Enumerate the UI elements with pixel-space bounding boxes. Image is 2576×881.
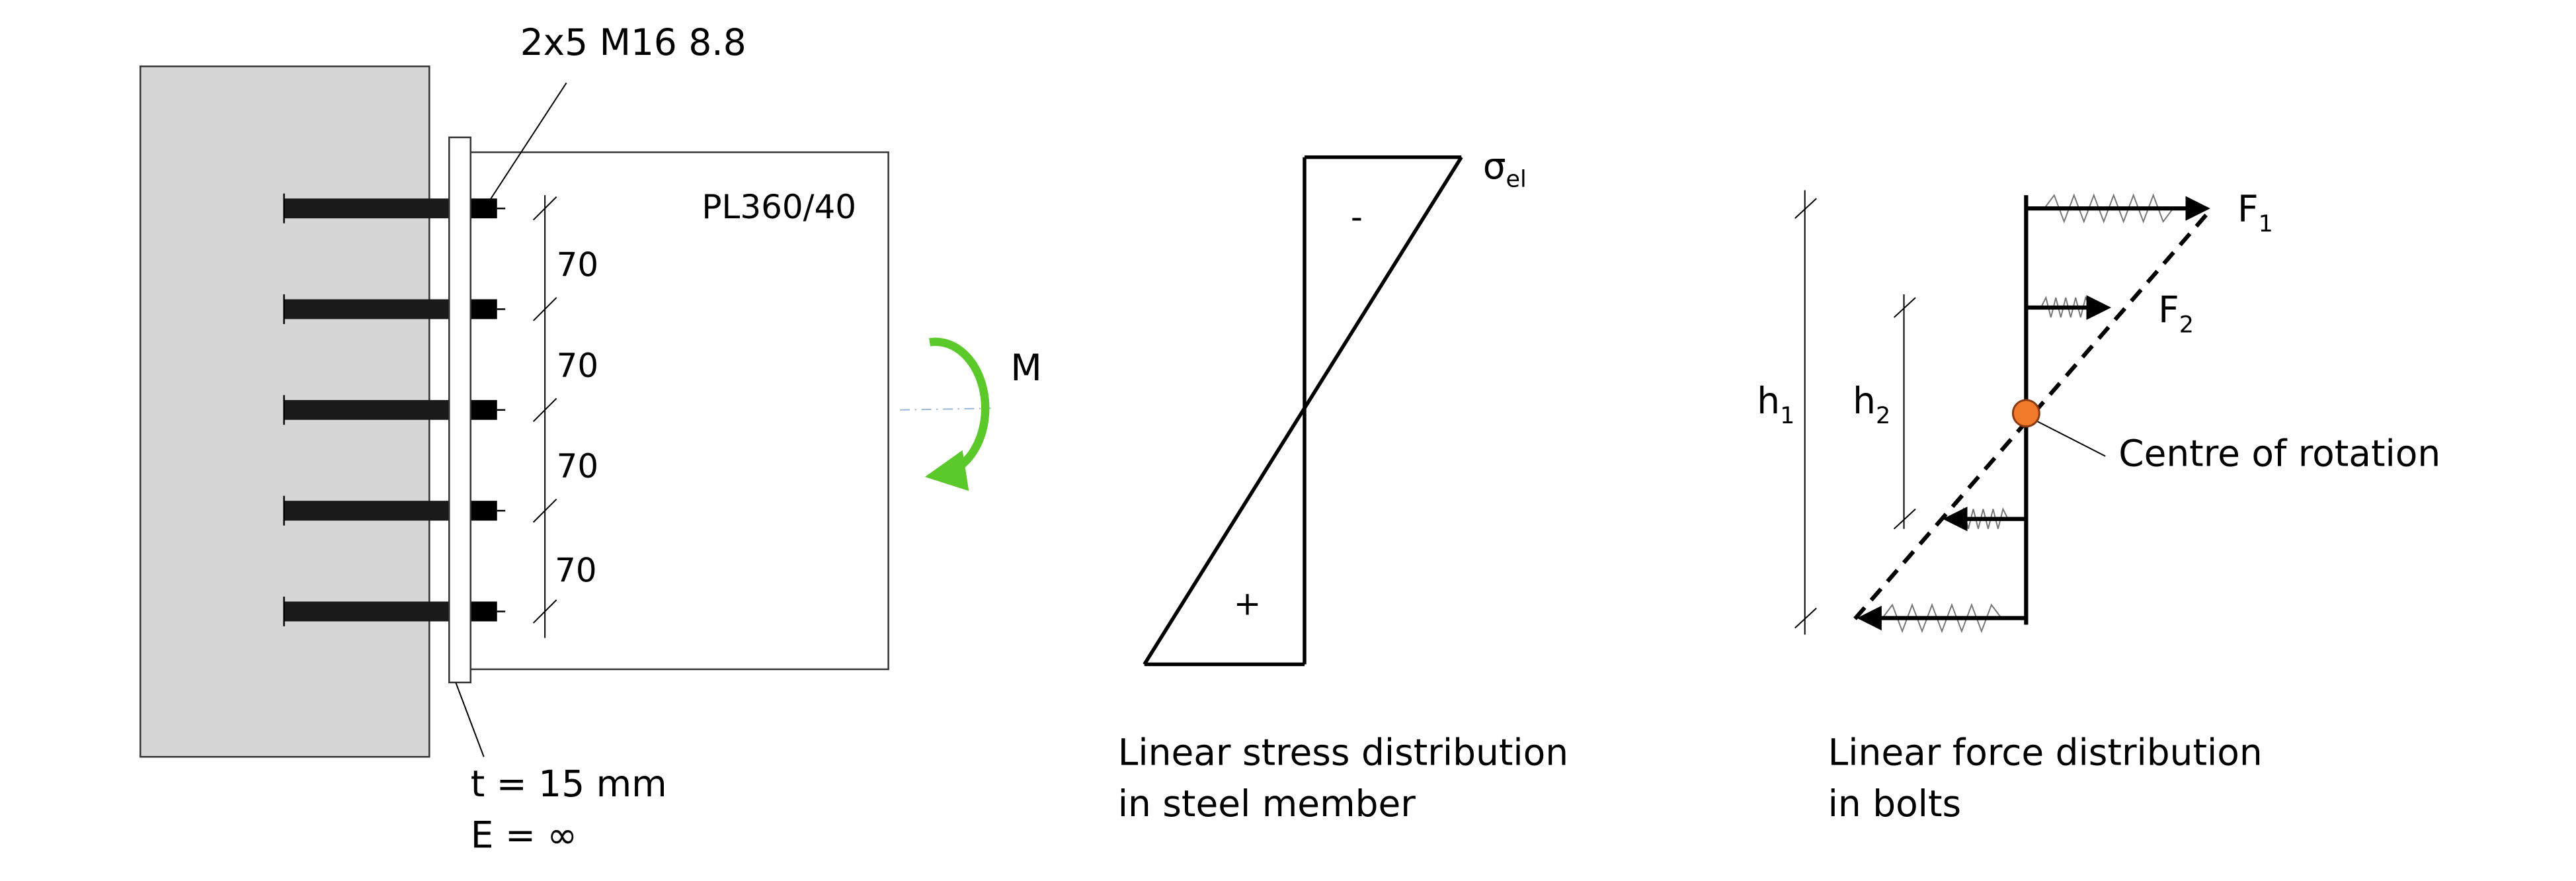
centre-of-rotation-marker [2011,399,2040,428]
spacing-label: 70 [557,447,599,485]
spacing-dimension [532,195,557,638]
moment-arrow-icon [924,337,990,491]
end-plate [448,136,472,684]
spacing-label: 70 [557,347,599,385]
f1-label: F1 [2237,188,2273,237]
spacing-label: 70 [557,246,599,284]
h1-label: h1 [1757,380,1794,429]
beam-axis [900,407,991,411]
endplate-thickness-label: t = 15 mm [471,763,667,805]
moment-label: M [1010,347,1041,389]
bolt-label: 2x5 M16 8.8 [520,21,746,63]
spacing-label: 70 [555,552,597,590]
bolt-leader-line [488,82,567,202]
bolt [283,495,506,526]
h2-label: h2 [1853,380,1890,429]
plate-label: PL360/40 [702,188,856,226]
force-diagram [1794,190,2210,635]
bolt [283,597,506,626]
h2-dimension [1893,294,1916,530]
bolt [283,395,506,425]
force-caption: in bolts [1828,782,1961,825]
force-caption: Linear force distribution [1828,732,2263,774]
steel-beam-plate [469,151,889,671]
centre-of-rotation-label: Centre of rotation [2118,433,2440,475]
bolts [283,193,506,626]
stress-caption: in steel member [1118,782,1416,825]
stress-caption: Linear stress distribution [1118,732,1568,774]
bolt [283,294,506,324]
stress-diagram [1143,155,1463,667]
endplate-stiffness-label: E = ∞ [471,814,577,857]
f2-label: F2 [2158,288,2194,338]
force-distribution-line [1851,214,2208,623]
tension-sign: + [1234,584,1262,622]
connection-drawing: 70 70 70 70 PL360/40 2x5 M16 8.8 t = 15 … [140,21,1042,857]
sigma-label: σel [1483,145,1527,192]
endplate-leader-line [455,682,485,757]
centre-leader-line [2031,417,2106,457]
bolt [283,193,506,224]
compression-sign: - [1351,198,1363,236]
h1-dimension [1794,190,1817,635]
